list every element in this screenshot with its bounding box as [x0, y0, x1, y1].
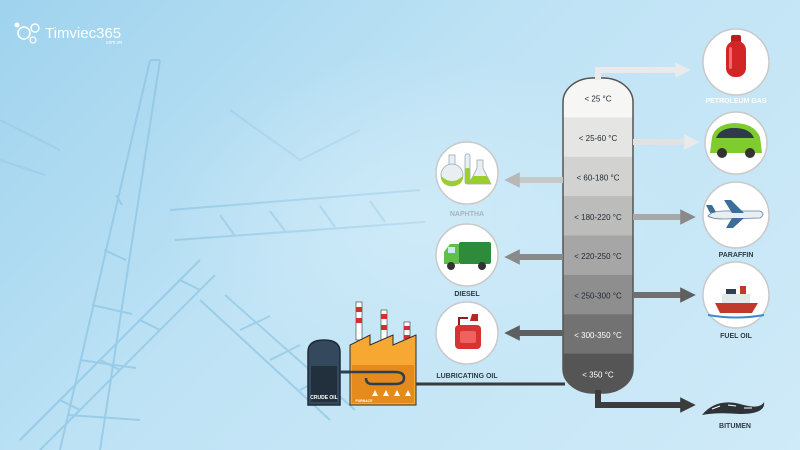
bitumen-label: BITUMEN: [719, 423, 751, 430]
column-band: [563, 156, 633, 197]
column-band: [563, 274, 633, 315]
temperature-label: < 60-180 °C: [576, 173, 619, 182]
diesel-product: DIESEL: [435, 223, 499, 298]
lubricating-oil-label: LUBRICATING OIL: [436, 373, 498, 380]
crude-oil-tank: CRUDE OIL: [307, 339, 341, 406]
road-icon: [702, 402, 765, 415]
chimneys: [355, 301, 411, 348]
column-band: [563, 196, 633, 236]
lubricating-oil-product: LUBRICATING OIL: [435, 301, 499, 380]
paraffin-label: PARAFFIN: [719, 252, 754, 259]
bitumen-arrow: [595, 390, 696, 413]
column-bands: [563, 78, 633, 393]
jerrycan-icon: [455, 314, 481, 349]
logo-name: Timviec365: [45, 25, 121, 42]
logo-mark-icon: [14, 22, 40, 44]
diesel-label: DIESEL: [454, 291, 480, 298]
car-icon: [710, 123, 762, 158]
column-band: [563, 235, 633, 276]
logo-domain: com.vn: [106, 40, 122, 46]
temperature-label: < 25-60 °C: [579, 134, 618, 143]
temperature-label: < 300-350 °C: [574, 331, 622, 340]
paraffin-product: PARAFFIN: [702, 181, 770, 259]
truck-icon: [444, 242, 491, 270]
airplane-icon: [706, 200, 764, 228]
naphtha-label: NAPHTHA: [450, 211, 484, 218]
furnace-factory: FURNACE: [346, 301, 417, 406]
lab-flasks-icon: [440, 153, 492, 187]
column-band: [563, 117, 633, 158]
furnace-label: FURNACE: [355, 399, 373, 403]
temperature-label: < 220-250 °C: [574, 252, 622, 261]
column-band: [563, 314, 633, 355]
temperature-label: < 350 °C: [582, 370, 614, 379]
temperature-label: < 250-300 °C: [574, 292, 622, 301]
fuel-oil-label: FUEL OIL: [720, 333, 752, 340]
temperature-label: < 180-220 °C: [574, 213, 622, 222]
gasoline-product: [704, 111, 768, 175]
timviec365-logo: Timviec365 com.vn: [14, 22, 122, 46]
temperature-label: < 25 °C: [585, 95, 612, 104]
gas-cylinder-icon: [726, 35, 746, 77]
crude-oil-label: CRUDE OIL: [310, 395, 338, 401]
column-band: [563, 353, 633, 393]
output-arrows: [504, 62, 700, 413]
column-band: [563, 78, 633, 118]
petroleum-gas-product: PETROLEUM GAS: [702, 28, 770, 105]
background-glow: [160, 50, 680, 390]
bitumen-product: BITUMEN: [702, 402, 765, 430]
petroleum-gas-arrow: [595, 62, 691, 80]
fuel-oil-product: FUEL OIL: [702, 261, 770, 340]
distillation-column: [562, 77, 634, 394]
naphtha-product: NAPHTHA: [435, 141, 499, 218]
ship-icon: [707, 286, 765, 319]
petroleum-gas-label: PETROLEUM GAS: [705, 98, 766, 105]
